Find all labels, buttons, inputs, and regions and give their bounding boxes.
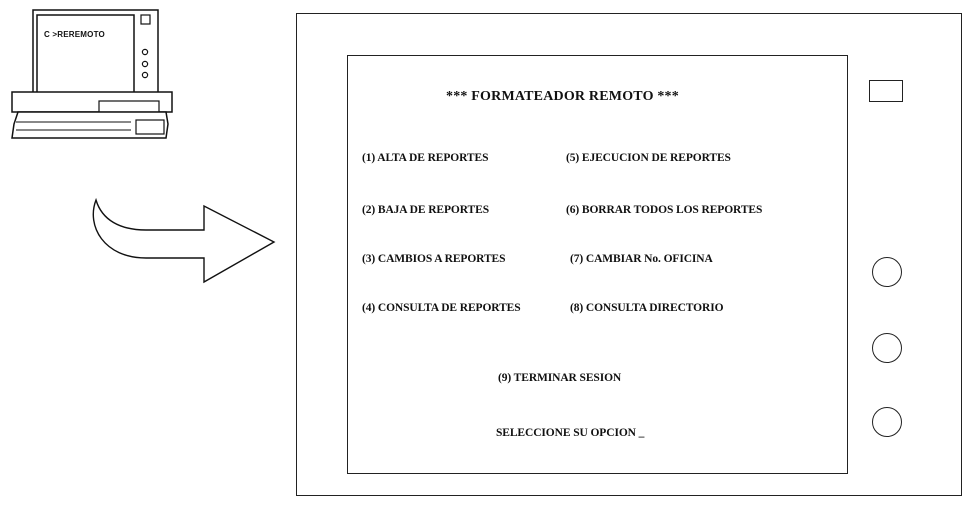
computer-drawing [11,9,173,139]
monitor-square-button [869,80,903,102]
menu-option-4: (4) CONSULTA DE REPORTES [362,302,521,314]
menu-option-1: (1) ALTA DE REPORTES [362,152,489,164]
screen-title: *** FORMATEADOR REMOTO *** [446,89,679,104]
curved-arrow-icon [92,197,276,284]
menu-option-exit: (9) TERMINAR SESION [498,372,622,384]
monitor-round-button [872,407,902,437]
computer-prompt-text: C >REREMOTO [44,30,105,39]
option-input-prompt: SELECCIONE SU OPCION _ [496,427,645,439]
computer-illustration: C >REREMOTO [6,4,176,146]
monitor-round-button [872,333,902,363]
monitor-round-button [872,257,902,287]
monitor-side-divider [847,55,849,474]
menu-option-6: (6) BORRAR TODOS LOS REPORTES [566,204,763,216]
monitor-frame [296,13,962,496]
menu-option-2: (2) BAJA DE REPORTES [362,204,489,216]
menu-option-3: (3) CAMBIOS A REPORTES [362,253,506,265]
menu-option-5: (5) EJECUCION DE REPORTES [566,152,731,164]
menu-option-8: (8) CONSULTA DIRECTORIO [570,302,724,314]
menu-option-7: (7) CAMBIAR No. OFICINA [570,253,713,265]
